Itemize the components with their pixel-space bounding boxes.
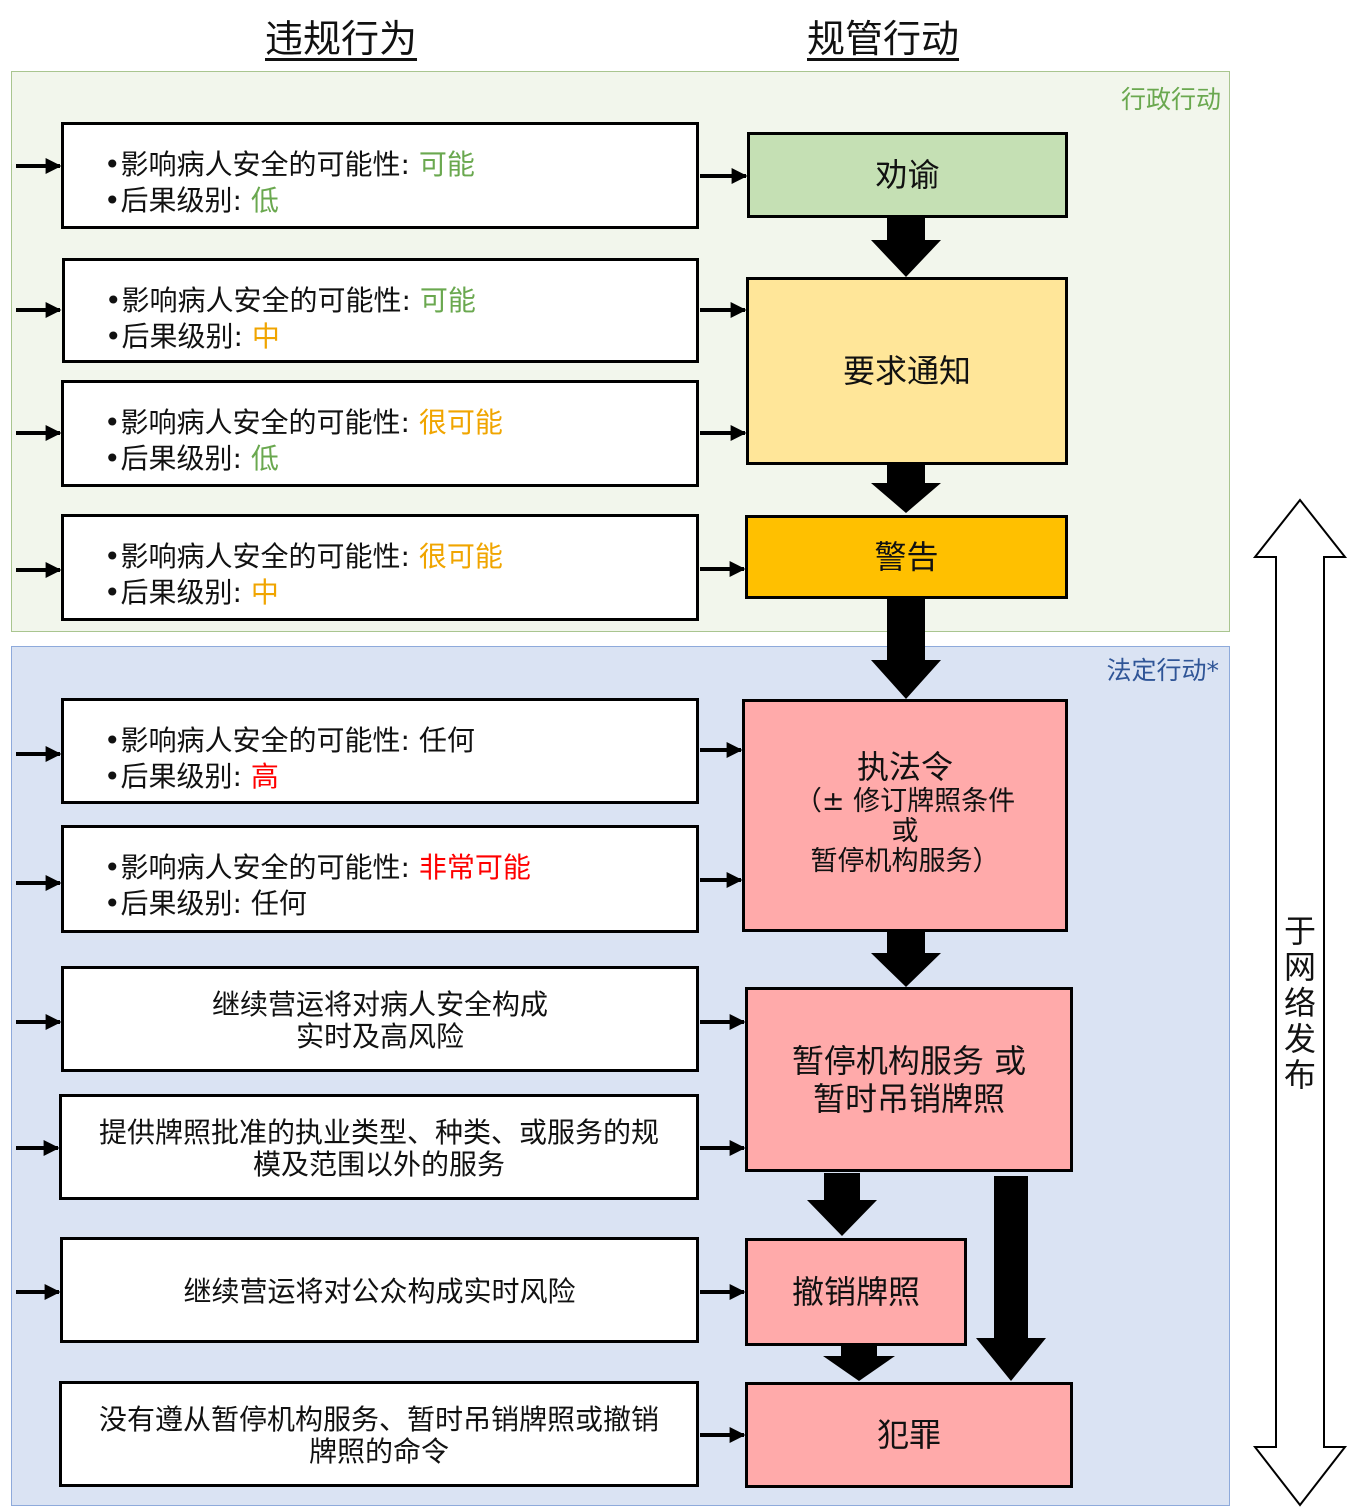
violation-likelihood-value: 很可能	[418, 406, 503, 439]
warning-label: 警告	[874, 538, 939, 576]
enforcement-order-title: 执法令	[856, 748, 953, 786]
violation-likelihood-value: 任何	[418, 724, 475, 757]
violation-box: •影响病人安全的可能性: 非常可能 •后果级别: 任何	[61, 825, 699, 933]
violation-likelihood-label: •影响病人安全的可能性:	[105, 284, 420, 317]
violation-text: 没有遵从暂停机构服务、暂时吊销牌照或撤销	[98, 1403, 659, 1436]
escalation-arrow	[976, 1176, 1046, 1381]
violation-box: 继续营运将对病人安全构成 实时及高风险	[61, 966, 699, 1072]
notice-label: 要求通知	[842, 352, 971, 390]
enforcement-order-detail: 或	[891, 816, 919, 847]
published-online-double-arrow	[1252, 498, 1348, 1507]
violation-likelihood-label: •影响病人安全的可能性:	[104, 540, 419, 573]
violation-box: •影响病人安全的可能性: 可能 •后果级别: 中	[62, 258, 699, 363]
violation-likelihood-value: 非常可能	[418, 851, 531, 884]
violation-box: •影响病人安全的可能性: 任何 •后果级别: 高	[61, 698, 699, 804]
violation-box: •影响病人安全的可能性: 可能 •后果级别: 低	[61, 122, 699, 229]
escalation-arrow	[871, 218, 941, 277]
advice-label: 劝谕	[875, 156, 940, 194]
violation-consequence-label: •后果级别:	[104, 887, 251, 920]
violation-consequence-label: •后果级别:	[104, 760, 251, 793]
enforcement-order-box: 执法令 （± 修订牌照条件 或 暂停机构服务）	[742, 699, 1068, 932]
published-online-label: 于网络发布	[1283, 912, 1316, 1094]
violation-consequence-value: 任何	[250, 887, 307, 920]
offence-box: 犯罪	[745, 1382, 1073, 1488]
suspension-label: 暂时吊销牌照	[812, 1080, 1005, 1118]
administrative-section-label: 行政行动	[1120, 85, 1221, 114]
statutory-section-label: 法定行动*	[1106, 656, 1219, 685]
violation-consequence-value: 中	[250, 576, 279, 609]
violation-likelihood-value: 可能	[419, 284, 476, 317]
offence-label: 犯罪	[876, 1416, 941, 1454]
violation-box: 提供牌照批准的执业类型、种类、或服务的规 模及范围以外的服务	[59, 1094, 699, 1200]
violation-box: •影响病人安全的可能性: 很可能 •后果级别: 低	[61, 380, 699, 487]
enforcement-order-detail: 暂停机构服务）	[810, 846, 1000, 877]
violation-likelihood-label: •影响病人安全的可能性:	[104, 406, 419, 439]
escalation-arrow	[807, 1173, 877, 1236]
escalation-arrow	[871, 932, 941, 987]
violation-text: 牌照的命令	[308, 1435, 449, 1468]
violation-consequence-value: 中	[251, 320, 280, 353]
violation-text: 继续营运将对公众构成实时风险	[183, 1275, 576, 1308]
warning-box: 警告	[745, 515, 1068, 599]
violation-consequence-label: •后果级别:	[105, 320, 252, 353]
escalation-arrow	[871, 599, 941, 699]
violation-box: 继续营运将对公众构成实时风险	[60, 1237, 699, 1343]
violation-consequence-value: 低	[250, 442, 279, 475]
violations-header: 违规行为	[265, 17, 418, 61]
violation-consequence-label: •后果级别:	[104, 184, 251, 217]
violation-consequence-value: 低	[250, 184, 279, 217]
escalation-arrow	[823, 1346, 895, 1381]
violation-likelihood-label: •影响病人安全的可能性:	[104, 148, 419, 181]
violation-text: 提供牌照批准的执业类型、种类、或服务的规	[98, 1116, 659, 1149]
violation-likelihood-value: 很可能	[418, 540, 503, 573]
violation-consequence-label: •后果级别:	[104, 442, 251, 475]
violation-consequence-value: 高	[250, 760, 279, 793]
violation-likelihood-label: •影响病人安全的可能性:	[104, 724, 419, 757]
violation-likelihood-value: 可能	[418, 148, 475, 181]
violation-consequence-label: •后果级别:	[104, 576, 251, 609]
suspension-box: 暂停机构服务 或 暂时吊销牌照	[745, 987, 1073, 1172]
violation-text: 继续营运将对病人安全构成	[211, 988, 548, 1021]
violation-text: 实时及高风险	[295, 1020, 464, 1053]
violation-box: •影响病人安全的可能性: 很可能 •后果级别: 中	[61, 514, 699, 621]
escalation-arrow	[871, 465, 941, 513]
actions-header: 规管行动	[807, 17, 960, 61]
suspension-label: 暂停机构服务 或	[791, 1042, 1027, 1080]
revocation-label: 撤销牌照	[791, 1273, 920, 1311]
enforcement-order-detail: （± 修订牌照条件	[794, 786, 1016, 817]
violation-text: 模及范围以外的服务	[252, 1148, 505, 1181]
revocation-box: 撤销牌照	[745, 1238, 967, 1346]
advice-box: 劝谕	[747, 132, 1068, 218]
violation-likelihood-label: •影响病人安全的可能性:	[104, 851, 419, 884]
violation-box: 没有遵从暂停机构服务、暂时吊销牌照或撤销 牌照的命令	[59, 1381, 699, 1487]
notice-box: 要求通知	[746, 277, 1068, 465]
